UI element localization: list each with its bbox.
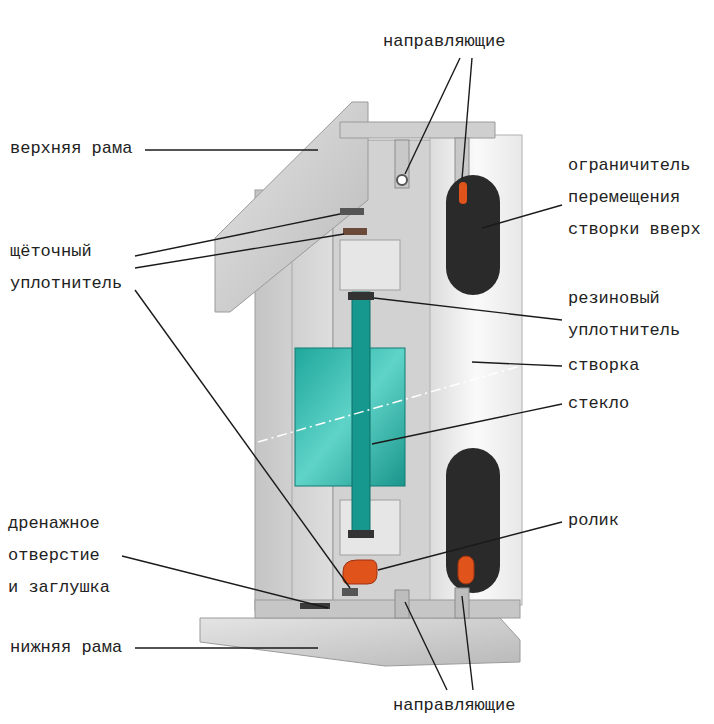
leader-lines bbox=[135, 234, 344, 268]
leader-lines bbox=[405, 602, 447, 690]
leader-lines bbox=[405, 58, 460, 174]
part-label: ограничитель перемещения створки вверх bbox=[568, 150, 704, 246]
leader-lines bbox=[482, 205, 562, 228]
leader-lines bbox=[122, 556, 328, 608]
leader-lines bbox=[462, 58, 472, 179]
bottom-frame-plate bbox=[200, 588, 520, 666]
leader-lines bbox=[135, 647, 318, 648]
part-label: стекло bbox=[568, 392, 629, 416]
stop-limiters bbox=[446, 175, 500, 295]
stop-limiters bbox=[459, 182, 467, 204]
bottom-frame-plate bbox=[300, 603, 330, 609]
leader-lines bbox=[135, 214, 340, 256]
leader-lines bbox=[122, 58, 562, 690]
bottom-frame-plate bbox=[395, 590, 409, 618]
frame-body bbox=[340, 240, 400, 290]
leader-lines bbox=[472, 362, 562, 366]
part-label: дренажное отверстие и заглушка bbox=[8, 508, 114, 604]
rollers bbox=[343, 556, 474, 584]
guide-rails-top bbox=[397, 175, 407, 185]
glass-unit bbox=[295, 348, 405, 486]
brush-seals bbox=[340, 208, 364, 215]
glass-unit bbox=[258, 292, 520, 538]
leader-lines bbox=[462, 596, 473, 690]
glass-unit bbox=[348, 530, 374, 538]
brush-seals bbox=[342, 588, 358, 596]
part-label: резиновый уплотнитель bbox=[568, 283, 688, 347]
brush-seals bbox=[343, 228, 367, 235]
stop-limiters bbox=[446, 448, 500, 593]
bottom-frame-plate bbox=[455, 588, 469, 618]
rollers bbox=[343, 560, 377, 584]
part-label: створка bbox=[568, 354, 639, 378]
part-label: верхняя рама bbox=[10, 137, 132, 161]
part-label: направляющие bbox=[383, 30, 505, 54]
rollers bbox=[458, 556, 474, 584]
part-label: щёточный уплотнитель bbox=[10, 236, 130, 300]
part-label: направляющие bbox=[393, 694, 515, 718]
top-frame-plate bbox=[395, 140, 409, 188]
part-label: нижняя рама bbox=[10, 636, 122, 660]
part-label: ролик bbox=[568, 509, 619, 533]
leader-lines bbox=[378, 522, 562, 570]
glass-unit bbox=[258, 366, 520, 442]
bottom-frame-plate bbox=[255, 600, 520, 618]
leader-lines bbox=[135, 290, 350, 588]
stop-limiters bbox=[446, 175, 500, 593]
bottom-frame-plate bbox=[200, 618, 520, 666]
glass-unit bbox=[348, 292, 374, 300]
leader-lines bbox=[372, 404, 562, 444]
leader-lines bbox=[374, 298, 562, 320]
leader-lines bbox=[145, 149, 318, 150]
top-frame-plate bbox=[340, 122, 495, 138]
